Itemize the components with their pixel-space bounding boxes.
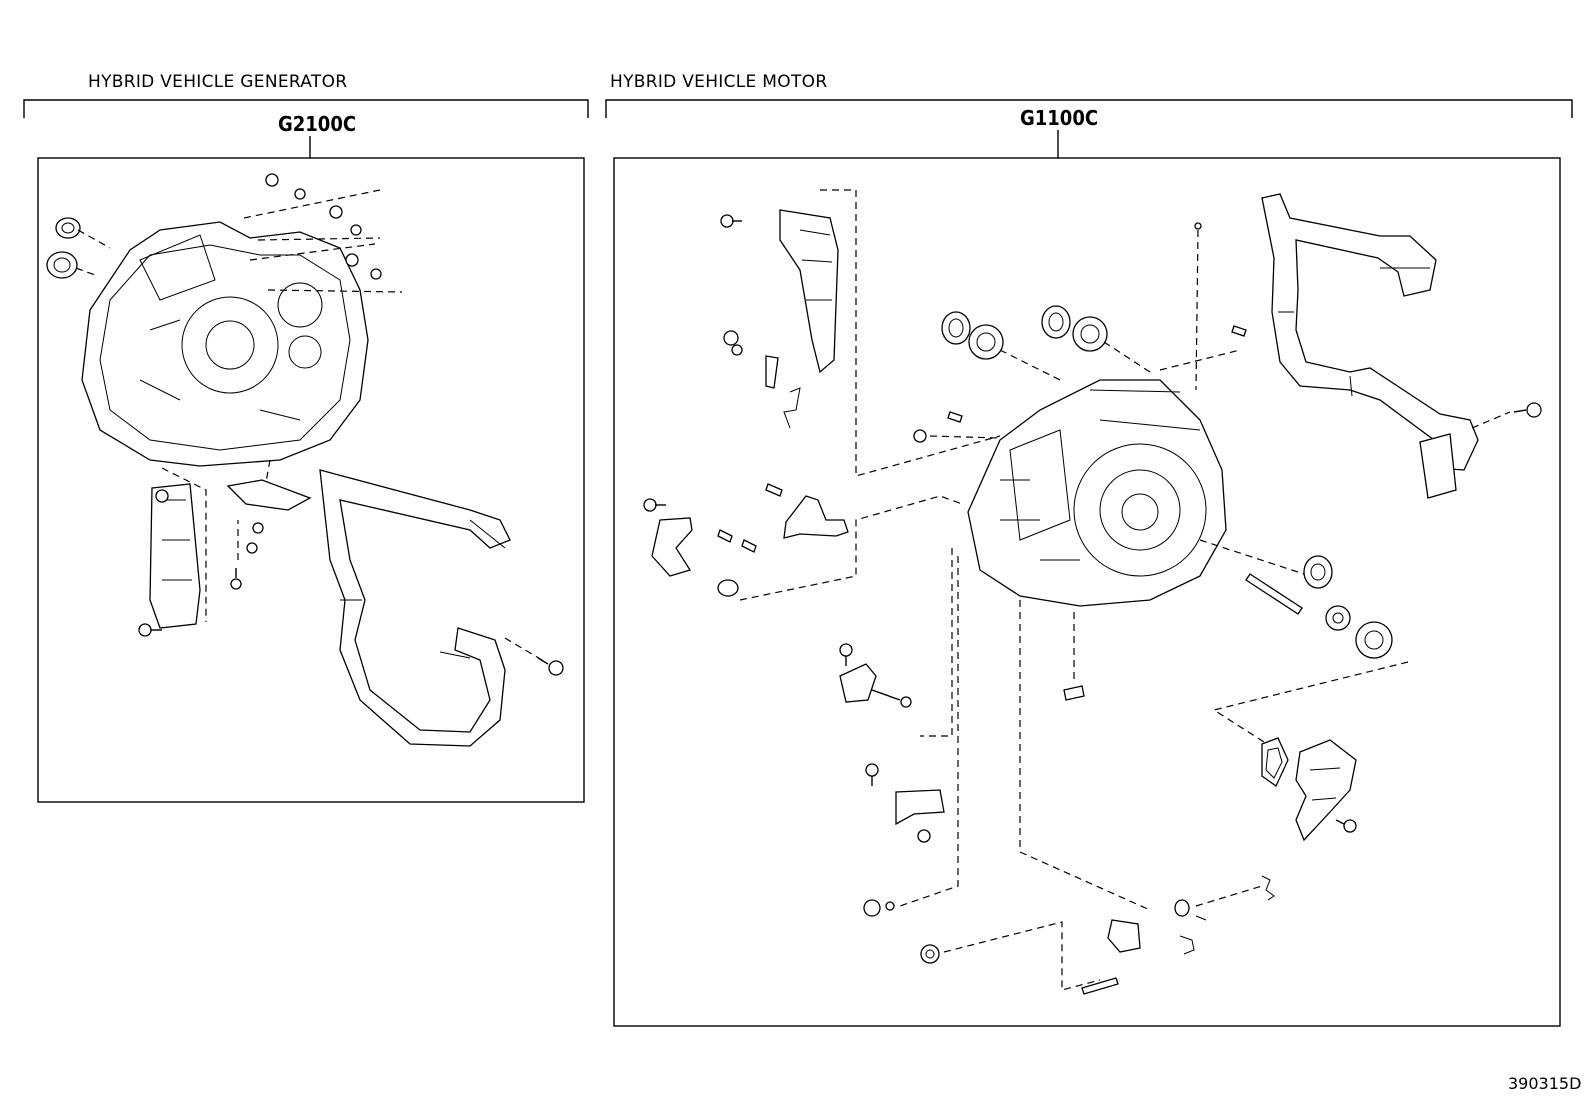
- generator-gasket[interactable]: [226, 479, 312, 511]
- speed-sensor-2[interactable]: [895, 789, 945, 843]
- figure-number: 390315D: [1508, 1074, 1582, 1093]
- motor-oil-hose[interactable]: [1261, 193, 1479, 471]
- motor-housing[interactable]: [967, 379, 1227, 607]
- oil-seal-2[interactable]: [46, 251, 78, 279]
- generator-heading: HYBRID VEHICLE GENERATOR: [88, 72, 348, 92]
- motor-frame: [613, 157, 1561, 1027]
- shaft[interactable]: [1245, 573, 1303, 615]
- shift-lever[interactable]: [783, 495, 849, 539]
- motor-spring-clip[interactable]: [783, 387, 801, 429]
- breather-plug[interactable]: [1194, 222, 1202, 230]
- generator-part-code[interactable]: G2100C: [278, 112, 357, 136]
- generator-cover-plate[interactable]: [149, 483, 201, 629]
- motor-clip-1[interactable]: [765, 355, 779, 389]
- small-bracket[interactable]: [1063, 685, 1085, 701]
- generator-bolt-1[interactable]: [138, 623, 162, 637]
- gear-large[interactable]: [1355, 621, 1393, 659]
- spring-pin[interactable]: [717, 529, 757, 553]
- connector-block[interactable]: [1419, 433, 1457, 499]
- parking-lock-pawl[interactable]: [1107, 919, 1141, 953]
- drain-plug[interactable]: [863, 899, 895, 917]
- lever-pin[interactable]: [765, 483, 783, 497]
- motor-heading: HYBRID VEHICLE MOTOR: [610, 72, 828, 92]
- bearing-1[interactable]: [941, 311, 971, 345]
- small-spring-1[interactable]: [246, 522, 264, 554]
- gear-small[interactable]: [1325, 605, 1351, 631]
- o-ring-small[interactable]: [913, 429, 927, 443]
- lock-clip[interactable]: [1261, 875, 1275, 901]
- lock-bushing[interactable]: [1174, 899, 1190, 917]
- speed-sensor-1[interactable]: [839, 663, 912, 708]
- generator-housing[interactable]: [81, 221, 369, 467]
- oil-seal-1[interactable]: [55, 217, 81, 239]
- motor-oil-seal[interactable]: [1303, 555, 1333, 589]
- motor-small-bolt[interactable]: [723, 330, 743, 356]
- dowel-pin-1[interactable]: [1231, 325, 1247, 337]
- sensor-bolt-1[interactable]: [839, 643, 853, 666]
- cover-bolt[interactable]: [1335, 819, 1357, 833]
- bearing-race-2[interactable]: [1072, 316, 1108, 352]
- motor-left-bolt[interactable]: [643, 498, 666, 512]
- lock-spring[interactable]: [1179, 915, 1207, 955]
- washer[interactable]: [920, 944, 940, 964]
- hose-bolt[interactable]: [537, 657, 564, 676]
- generator-bolt-2[interactable]: [230, 568, 242, 590]
- bearing-2[interactable]: [1041, 305, 1071, 339]
- generator-bracket: [23, 99, 589, 158]
- sensor-bolt-2[interactable]: [865, 763, 879, 786]
- motor-bracket-left[interactable]: [651, 517, 693, 577]
- motor-bracket: [605, 99, 1573, 158]
- motor-part-code[interactable]: G1100C: [1020, 106, 1099, 130]
- bearing-race-1[interactable]: [968, 324, 1004, 360]
- dowel-pin-2[interactable]: [947, 411, 963, 423]
- motor-top-bolt[interactable]: [720, 214, 742, 228]
- generator-oil-hose[interactable]: [319, 469, 511, 747]
- hose-bolt-motor[interactable]: [1513, 402, 1542, 418]
- lock-rod[interactable]: [1081, 977, 1119, 995]
- motor-top-bracket[interactable]: [779, 209, 839, 374]
- generator-frame: [37, 157, 585, 803]
- motor-cover-right[interactable]: [1295, 739, 1357, 842]
- motor-collar[interactable]: [717, 579, 739, 597]
- gasket-oval[interactable]: [1261, 737, 1289, 787]
- generator-plugs[interactable]: [265, 173, 382, 280]
